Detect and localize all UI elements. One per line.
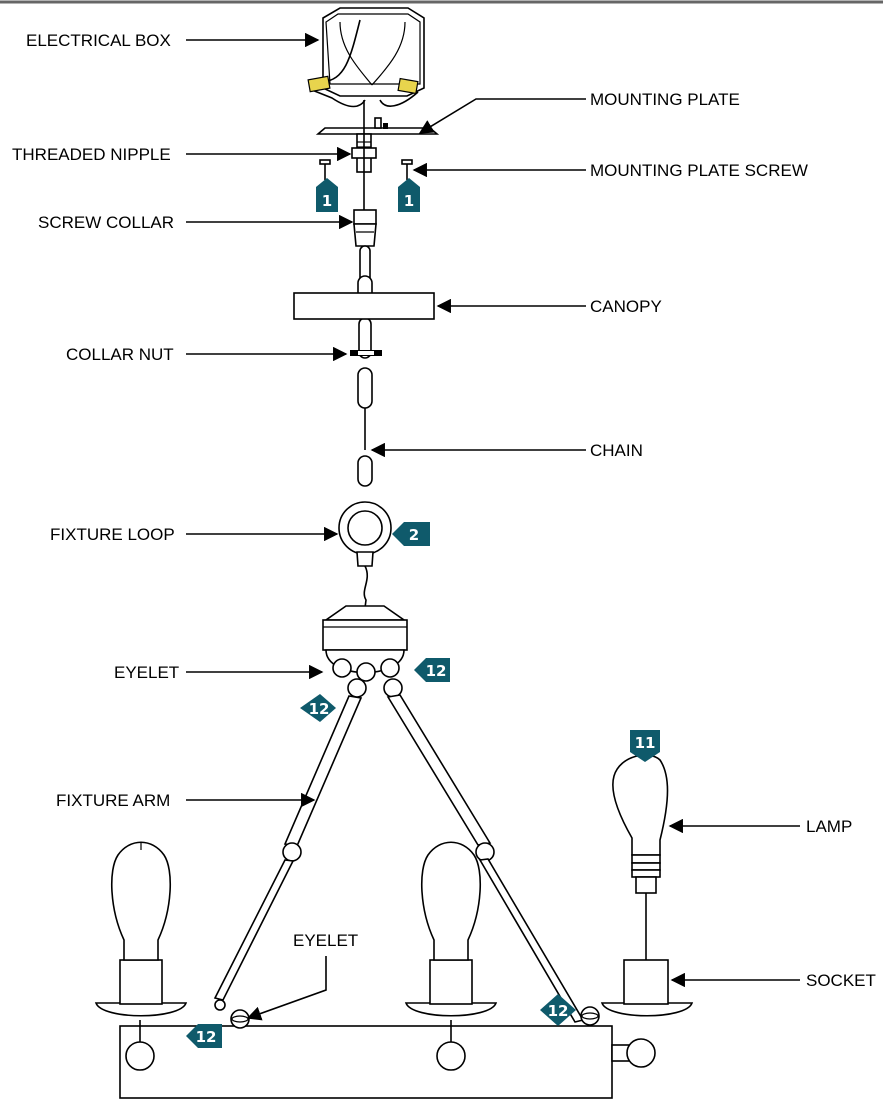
chain bbox=[357, 245, 373, 487]
label-eyelet-bottom: EYELET bbox=[293, 931, 358, 950]
threaded-nipple bbox=[351, 100, 377, 210]
eyelet-bar-right bbox=[580, 1006, 600, 1026]
label-threaded-nipple: THREADED NIPPLE bbox=[12, 145, 171, 164]
electrical-box bbox=[307, 7, 425, 108]
label-fixture-arm: FIXTURE ARM bbox=[56, 791, 170, 810]
label-socket: SOCKET bbox=[806, 971, 876, 990]
label-chain: CHAIN bbox=[590, 441, 643, 460]
label-eyelet-top: EYELET bbox=[114, 663, 179, 682]
lamp-middle bbox=[420, 841, 482, 961]
lamp-right bbox=[612, 754, 669, 960]
collar-nut bbox=[350, 350, 382, 356]
eyelet-bar-left bbox=[230, 1009, 250, 1029]
step-badge-screw-left: 1 bbox=[316, 178, 338, 212]
svg-text:1: 1 bbox=[404, 192, 414, 210]
fixture-arm-left bbox=[213, 678, 367, 1011]
svg-text:11: 11 bbox=[635, 734, 656, 752]
mounting-plate bbox=[315, 117, 440, 135]
label-mounting-plate-screw: MOUNTING PLATE SCREW bbox=[590, 161, 808, 180]
label-mounting-plate: MOUNTING PLATE bbox=[590, 90, 740, 109]
step-badge-bar-right: 12 bbox=[540, 994, 576, 1026]
mounting-plate-screw-left bbox=[319, 159, 331, 180]
label-lamp: LAMP bbox=[806, 817, 852, 836]
step-badge-screw-right: 1 bbox=[398, 178, 420, 212]
label-electrical-box: ELECTRICAL BOX bbox=[26, 31, 171, 50]
svg-text:12: 12 bbox=[196, 1028, 217, 1046]
leader-eyelet-bottom bbox=[246, 956, 327, 1021]
step-badge-bar-left: 12 bbox=[186, 1024, 222, 1048]
svg-text:12: 12 bbox=[548, 1002, 569, 1020]
svg-text:12: 12 bbox=[309, 700, 330, 718]
lamp-left bbox=[110, 841, 172, 961]
socket-right bbox=[600, 959, 694, 1017]
mounting-plate-screw-right bbox=[401, 159, 413, 180]
fixture-arm-right bbox=[383, 678, 585, 1023]
step-badge-lamp: 11 bbox=[630, 730, 660, 762]
canopy bbox=[293, 292, 435, 320]
label-fixture-loop: FIXTURE LOOP bbox=[50, 525, 175, 544]
step-badge-eyelet-left: 12 bbox=[300, 694, 336, 722]
label-canopy: CANOPY bbox=[590, 297, 662, 316]
svg-text:2: 2 bbox=[409, 526, 419, 544]
leader-mounting-plate bbox=[418, 98, 586, 134]
step-badge-eyelet-right: 12 bbox=[414, 658, 450, 682]
step-badge-fixture-loop: 2 bbox=[392, 522, 430, 546]
screw-collar bbox=[353, 209, 377, 247]
svg-text:1: 1 bbox=[322, 192, 332, 210]
svg-text:12: 12 bbox=[426, 662, 447, 680]
fixture-loop bbox=[338, 501, 392, 609]
candle-socket-left bbox=[94, 959, 188, 1071]
candle-socket-middle bbox=[404, 959, 498, 1071]
fixture-body bbox=[322, 605, 408, 682]
label-collar-nut: COLLAR NUT bbox=[66, 345, 174, 364]
label-screw-collar: SCREW COLLAR bbox=[38, 213, 174, 232]
